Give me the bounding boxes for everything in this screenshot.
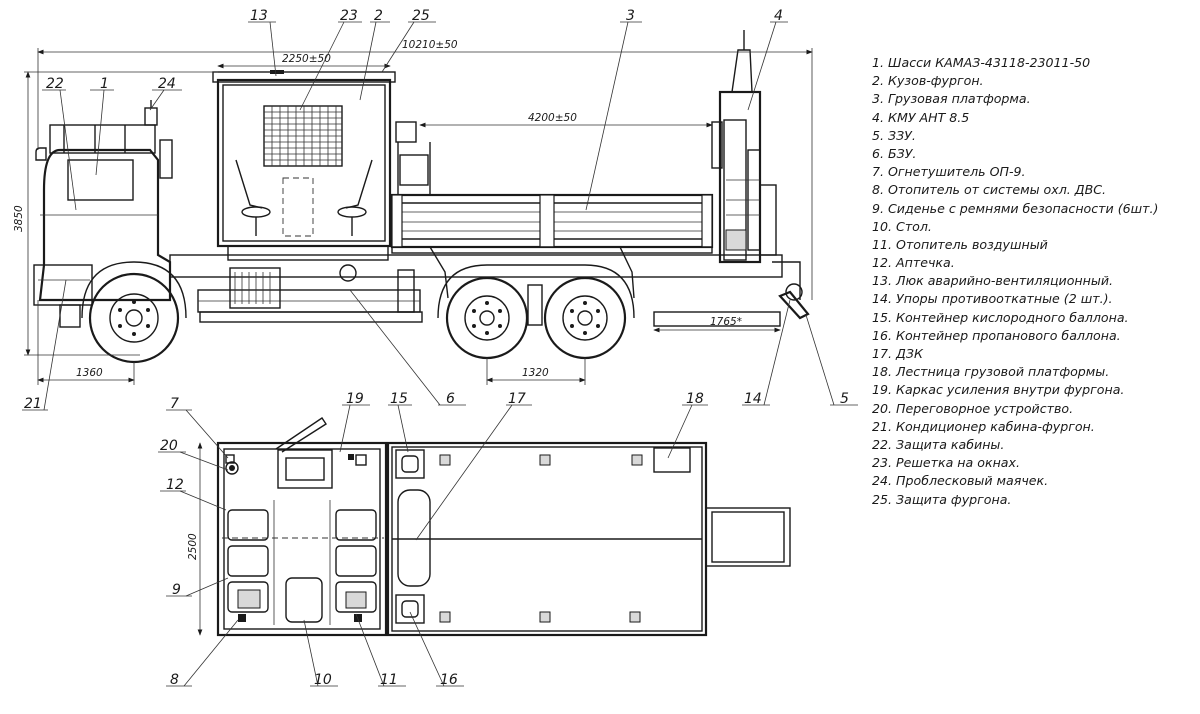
side-callout-leaders: [22, 21, 858, 411]
legend-item: 24. Проблесковый маячек.: [872, 473, 1049, 489]
top-callout-leaders: [158, 404, 708, 687]
legend-item: 11. Отопитель воздушный: [872, 236, 1048, 252]
front-wheel: [81, 261, 187, 364]
callout-25: 25: [412, 8, 430, 24]
van-body: [212, 70, 396, 261]
legend-item: 2. Кузов-фургон.: [872, 73, 984, 89]
dim-body-width: 2500: [187, 533, 199, 560]
legend-item: 5. ЗЗУ.: [872, 127, 916, 143]
dim-front-axle: 1360: [76, 367, 103, 379]
side-dimensions: 10210±50 2250±50 4200±50 3850 1360 1320 …: [13, 39, 813, 385]
legend-item: 1. Шасси КАМАЗ-43118-23011-50: [872, 55, 1091, 70]
top-view: 2500 7 19 15 17 18 20 12 9 8 10 11 16: [158, 391, 791, 688]
parts-legend: 1. Шасси КАМАЗ-43118-23011-50 2. Кузов-ф…: [872, 54, 1158, 509]
callout-13: 13: [250, 8, 268, 24]
callout-24: 24: [158, 76, 176, 92]
dim-body-length: 2250±50: [282, 53, 331, 65]
callout-9: 9: [172, 582, 181, 598]
callout-7: 7: [170, 396, 179, 412]
legend-item: 16. Контейнер пропанового баллона.: [872, 327, 1121, 343]
callout-8: 8: [170, 672, 179, 688]
legend-item: 4. КМУ АНТ 8.5: [872, 109, 970, 125]
callout-18: 18: [686, 391, 704, 407]
legend-item: 7. Огнетушитель ОП-9.: [872, 164, 1026, 180]
dim-height: 3850: [13, 205, 25, 232]
van-body-plan: [216, 417, 388, 637]
callout-10: 10: [314, 672, 332, 688]
legend-item: 19. Каркас усиления внутри фургона.: [872, 382, 1125, 398]
crane-kmu: [711, 30, 777, 264]
callout-1: 1: [100, 76, 109, 92]
truck-cab: [33, 100, 173, 328]
callout-15: 15: [390, 391, 408, 407]
legend-item: 17. ДЗК: [872, 346, 923, 361]
callout-12: 12: [166, 477, 184, 493]
legend-item: 20. Переговорное устройство.: [872, 400, 1074, 416]
callout-17: 17: [508, 391, 526, 407]
legend-item: 22. Защита кабины.: [872, 436, 1005, 452]
callout-23: 23: [340, 8, 358, 24]
legend-item: 8. Отопитель от системы охл. ДВС.: [872, 182, 1107, 198]
legend-item: 25. Защита фургона.: [872, 491, 1012, 507]
callout-4: 4: [774, 8, 783, 24]
callout-20: 20: [160, 438, 178, 454]
legend-item: 21. Кондиционер кабина-фургон.: [872, 418, 1095, 434]
callout-22: 22: [46, 76, 64, 92]
side-view: 10210±50 2250±50 4200±50 3850 1360 1320 …: [13, 8, 858, 412]
callout-19: 19: [346, 391, 364, 407]
legend-item: 23. Решетка на окнах.: [872, 455, 1020, 471]
legend-item: 3. Грузовая платформа.: [872, 91, 1031, 107]
dim-overall-length: 10210±50: [402, 39, 458, 51]
rear-wheel-2: [543, 276, 627, 360]
legend-item: 13. Люк аварийно-вентиляционный.: [872, 273, 1114, 289]
rear-wheel-1: [445, 276, 529, 360]
callout-2: 2: [374, 8, 383, 24]
platform-ladder: [395, 121, 431, 196]
dim-platform-length: 4200±50: [528, 112, 577, 124]
callout-3: 3: [626, 8, 635, 24]
legend-item: 15. Контейнер кислородного баллона.: [872, 309, 1129, 325]
chassis-frame: [169, 246, 810, 327]
legend-item: 18. Лестница грузовой платформы.: [872, 364, 1110, 380]
legend-item: 12. Аптечка.: [872, 255, 955, 271]
callout-16: 16: [440, 672, 458, 688]
legend-item: 9. Сиденье с ремнями безопасности (6шт.): [872, 200, 1159, 216]
legend-item: 6. БЗУ.: [872, 145, 917, 161]
cargo-platform: [390, 193, 714, 254]
callout-5: 5: [840, 391, 849, 407]
dim-rear-overhang: 1765*: [710, 316, 742, 328]
dim-axle-spacing: 1320: [522, 367, 549, 379]
callout-11: 11: [380, 672, 398, 688]
legend-item: 14. Упоры противооткатные (2 шт.).: [872, 291, 1113, 307]
callout-14: 14: [744, 391, 762, 407]
callout-6: 6: [446, 391, 455, 407]
legend-item: 10. Стол.: [872, 218, 932, 234]
callout-21: 21: [24, 396, 42, 412]
platform-plan: [386, 441, 791, 637]
